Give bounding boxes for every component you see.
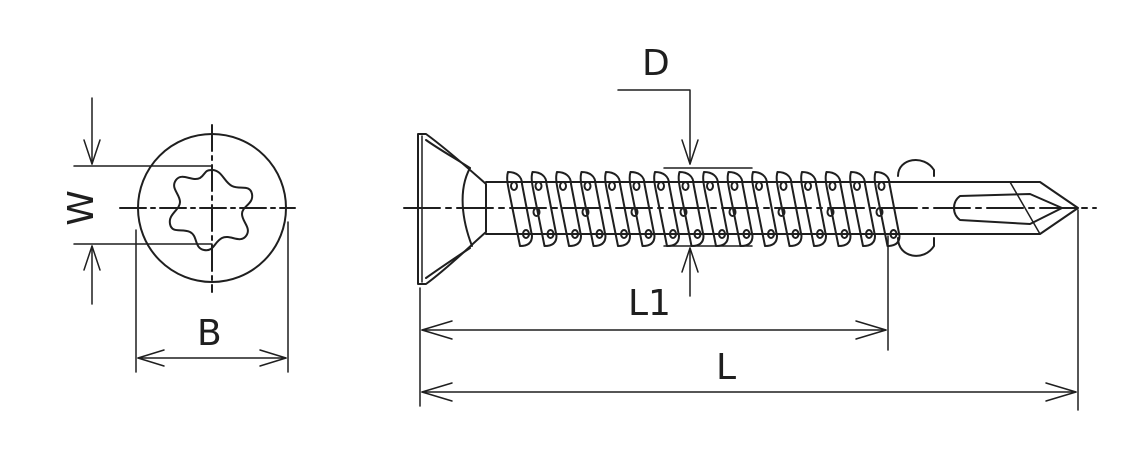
thread-flank [726,171,754,247]
b-arrowhead-right [259,349,287,367]
thread-lower-mark [546,229,555,239]
d-arrowhead-top [681,139,699,165]
drill-flute [953,193,1063,225]
thread-crest-mark [755,181,763,191]
thread-lower-mark [669,229,677,239]
thread-crest-mark [730,181,739,191]
dimension-w [73,97,213,305]
thread-lower-mark [767,229,775,239]
thread-lower-mark [816,229,824,239]
thread-crest-mark [681,181,690,191]
dimension-l1 [419,235,889,407]
thread-crest-mark [657,181,665,191]
l1-arrowhead-right [855,320,887,340]
thread-flank [702,171,729,247]
thread-flank [604,171,631,247]
thread-flank [824,171,852,247]
thread-flank [800,171,827,247]
thread-flank [849,171,876,247]
thread-crest-mark [632,181,641,191]
wing-top [897,159,935,177]
thread-lower-mark [865,229,873,239]
thread-flank [530,171,558,247]
thread-lower-mark [571,229,579,239]
thread-crest-mark [510,181,518,191]
head-underside-curve [461,167,473,247]
label-l: L [716,347,737,388]
dimension-b [135,221,289,373]
l-arrowhead-left [421,382,453,402]
label-d: D [642,43,670,84]
screw-side-view [403,133,1097,285]
thread-crest-mark [608,181,616,191]
thread-lower-mark [840,229,849,239]
d-leader-top [617,89,691,165]
drill-edge [1009,181,1041,235]
label-w: W [60,190,102,226]
thread-flank [677,171,705,247]
thread-crest-mark [559,181,567,191]
thread-flank [653,171,680,247]
label-b: B [197,313,222,354]
thread-flank [506,171,533,247]
thread-crest-mark [804,181,812,191]
thread-crest-mark [779,181,788,191]
thread-lower-mark [620,229,628,239]
thread-lower-mark [595,229,604,239]
screw-head-end-view [119,124,296,293]
drill-point-profile [887,181,1079,235]
torx-recess-icon [168,169,254,252]
l1-arrowhead-left [421,320,453,340]
dimension-d [617,89,753,297]
b-arrowhead-left [137,349,165,367]
w-arrowhead-bottom [83,245,101,271]
thread-flank [579,171,607,247]
label-l1: L1 [628,283,671,324]
thread-lower-mark [791,229,800,239]
thread-flank [775,171,803,247]
thread-crest-mark [853,181,861,191]
w-arrowhead-top [83,139,101,165]
head-inner-contour-bottom [425,247,471,279]
thread-lower-mark [522,229,530,239]
thread-crest-mark [706,181,714,191]
thread-flank [628,171,656,247]
screw-head-profile [417,133,487,285]
thread-lower-mark [742,229,751,239]
thread-profile [506,171,901,247]
wing-bottom [897,237,935,257]
thread-flank [751,171,778,247]
thread-crest-mark [877,181,886,191]
thread-root-mark [875,207,884,217]
thread-crest-mark [828,181,837,191]
l-arrowhead-right [1045,382,1077,402]
head-inner-contour-top [425,139,471,169]
thread-lower-mark [644,229,653,239]
thread-flank [873,171,901,247]
thread-lower-mark [693,229,702,239]
d-arrowhead-bottom [681,247,699,273]
thread-flank [555,171,582,247]
thread-crest-mark [534,181,543,191]
dimension-l [421,209,1079,411]
thread-crest-mark [583,181,592,191]
thread-lower-mark [718,229,726,239]
